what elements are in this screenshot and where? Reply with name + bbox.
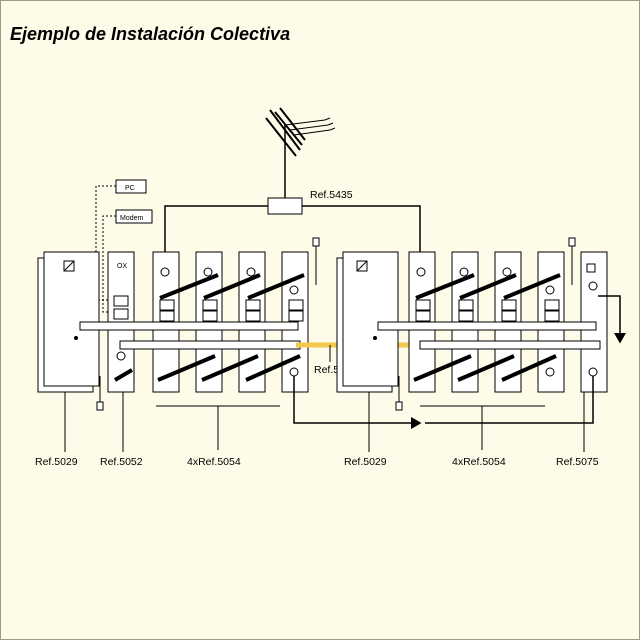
- feed-line-right: [302, 205, 426, 264]
- pc-cable: [95, 185, 116, 301]
- ref-5029-right-label: Ref.5029: [344, 456, 387, 468]
- four-ref-5054-left-label: 4xRef.5054: [187, 456, 241, 468]
- four-ref-5054-right-label: 4xRef.5054: [452, 456, 506, 468]
- splitter-box: [267, 197, 303, 215]
- svg-text:OX: OX: [117, 263, 127, 270]
- trunk-line-left: [293, 376, 422, 429]
- pc-label: PC: [125, 185, 135, 192]
- terminator-icons: [96, 237, 576, 411]
- bus-bar-right: [377, 321, 601, 350]
- ref-5052-label: Ref.5052: [100, 456, 143, 468]
- trunk-line-right: [425, 376, 594, 424]
- modem-cable: [102, 215, 116, 313]
- page-title: Ejemplo de Instalación Colectiva: [10, 24, 291, 44]
- ref-5435-label: Ref.5435: [310, 189, 353, 201]
- modem-label: Modem: [120, 215, 144, 222]
- power-supply-left: [37, 251, 100, 393]
- antenna-icon: [265, 107, 336, 200]
- feed-line-left: [159, 205, 268, 264]
- output-arrow: [598, 295, 626, 344]
- ref-5075-label: Ref.5075: [556, 456, 599, 468]
- ref-5029-left-label: Ref.5029: [35, 456, 78, 468]
